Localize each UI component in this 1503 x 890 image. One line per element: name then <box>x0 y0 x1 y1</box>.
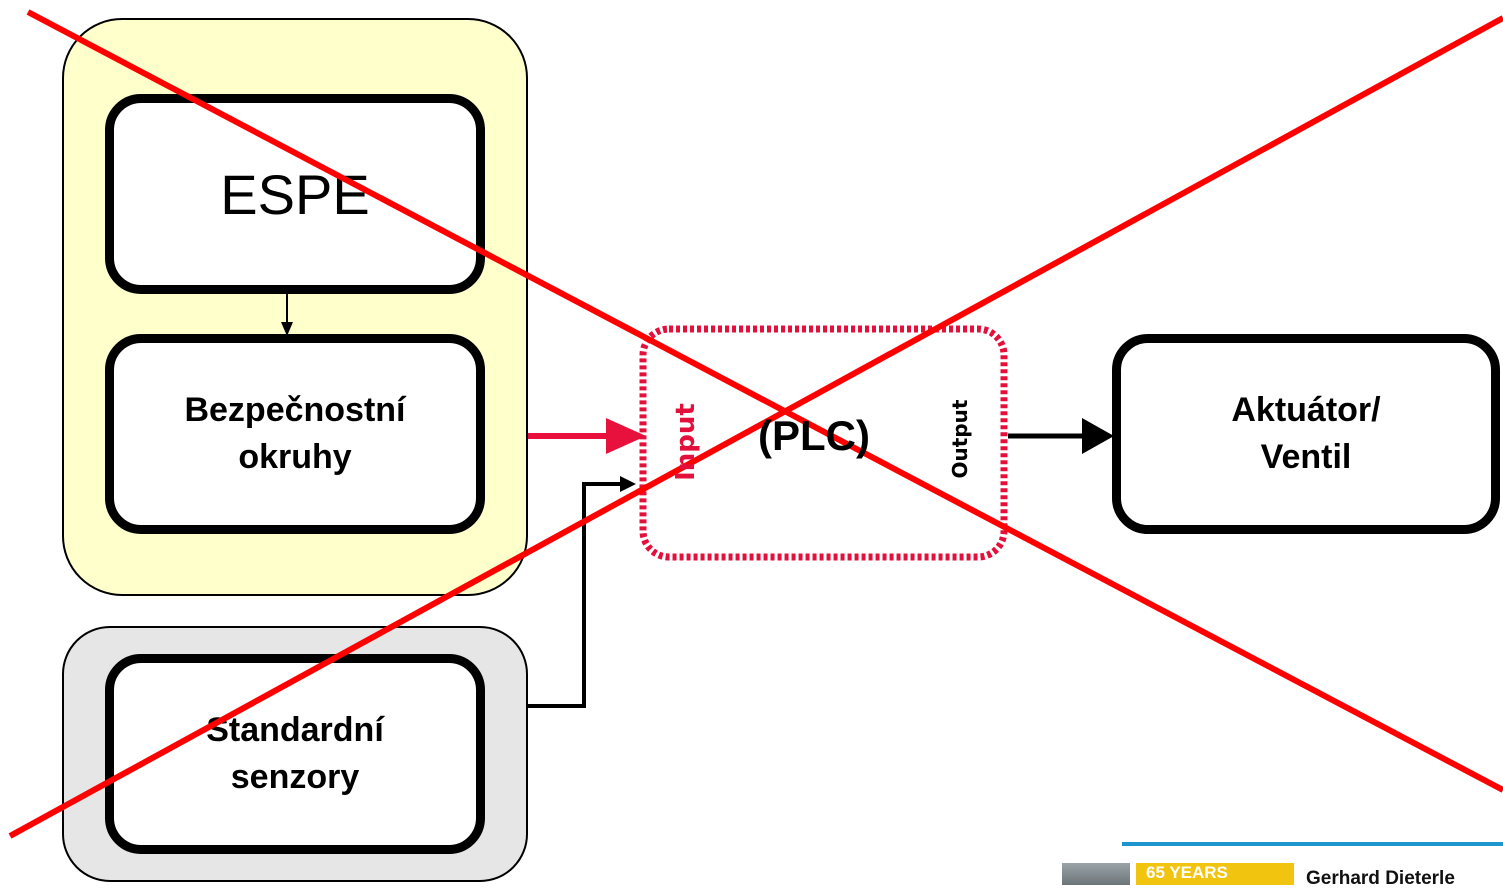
badge-photo <box>1062 863 1130 885</box>
plc-output-label: Output <box>948 399 972 479</box>
circuits-to-plc-arrowhead <box>606 418 646 454</box>
anniversary-badge: 65 YEARS <box>1062 863 1294 885</box>
plc-outline <box>639 325 1008 561</box>
plc-to-actuator-arrowhead <box>1082 418 1114 454</box>
actuator-box <box>1112 334 1500 534</box>
actuator-label-line2: Ventil <box>1260 438 1352 476</box>
plc-input-label: Input <box>671 403 701 481</box>
espe-box <box>105 94 485 294</box>
author-name: Gerhard Dieterle <box>1306 868 1455 889</box>
cross-out-line-1 <box>26 9 1503 793</box>
standard-sensors-box <box>105 654 485 854</box>
safety-circuits-label: Bezpečnostní okruhy <box>105 334 485 534</box>
sensors-to-plc-arrowhead <box>620 476 636 492</box>
espe-label: ESPE <box>220 162 370 226</box>
actuator-label: Aktuátor/ Ventil <box>1112 334 1500 534</box>
standard-sensors-label-line2: senzory <box>230 758 360 796</box>
footer-divider <box>1122 842 1503 846</box>
actuator-label-line1: Aktuátor/ <box>1231 391 1381 429</box>
plc-label: (PLC) <box>758 412 870 459</box>
sensors-to-plc-connector <box>528 482 622 708</box>
safety-circuits-label-line1: Bezpečnostní <box>184 391 406 429</box>
espe-to-circuits-arrowhead <box>281 322 293 336</box>
standard-sensors-label: Standardní senzory <box>105 654 485 854</box>
standard-sensors-label-line1: Standardní <box>206 711 384 749</box>
badge-text: 65 YEARS <box>1136 863 1294 885</box>
safety-circuits-box <box>105 334 485 534</box>
cross-out-line-2 <box>8 15 1503 839</box>
safety-circuits-label-line2: okruhy <box>238 438 352 476</box>
